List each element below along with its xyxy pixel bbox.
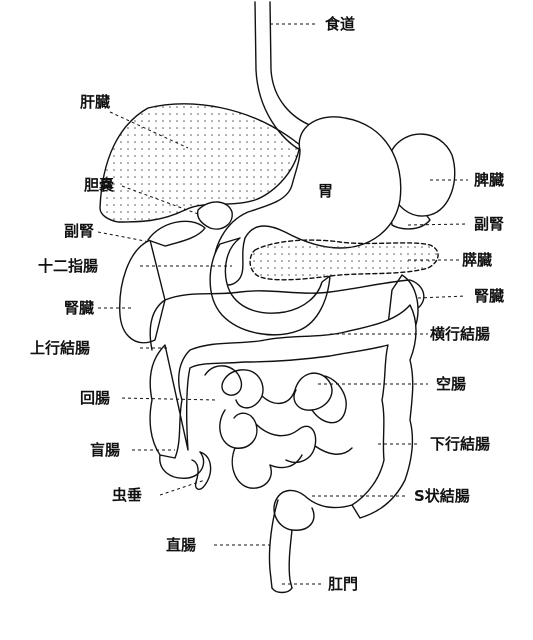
label-descending-colon: 下行結腸: [430, 435, 491, 453]
label-stomach: 胃: [318, 182, 334, 200]
label-ascending-colon: 上行結腸: [30, 339, 91, 357]
label-duodenum: 十二指腸: [38, 257, 99, 275]
label-transverse-colon: 横行結腸: [430, 325, 491, 343]
label-cecum: 盲腸: [90, 441, 121, 459]
label-adrenal-right: 副腎: [474, 215, 505, 233]
cecum-shape: [159, 451, 205, 479]
label-rectum: 直腸: [166, 536, 197, 554]
label-pancreas: 膵臓: [462, 251, 493, 269]
leader-liver: [109, 111, 189, 149]
leader-adrenal-right: [407, 223, 467, 226]
duodenum-shape: [209, 237, 331, 336]
leader-appendix: [159, 479, 206, 496]
label-kidney-left: 腎臓: [64, 299, 95, 317]
leader-adrenal-left: [97, 231, 151, 243]
leader-kidney-right: [417, 295, 467, 299]
liver-shape: [99, 103, 301, 223]
sigmoid-shape: [273, 489, 353, 531]
colon-ascending-outer: [149, 299, 166, 351]
label-liver: 肝臓: [80, 93, 111, 111]
appendix-shape: [191, 451, 212, 490]
adrenal-right-shape: [147, 220, 206, 247]
label-kidney-right: 腎臓: [474, 287, 505, 305]
esophagus-right-wall: [269, 1, 313, 127]
esophagus-left-wall: [254, 1, 301, 151]
label-appendix: 虫垂: [112, 486, 143, 504]
kidney-left-shape: [119, 239, 166, 344]
rectum-left-wall: [268, 499, 279, 589]
label-jejunum: 空腸: [436, 375, 467, 393]
label-sigmoid-colon: S状結腸: [414, 487, 470, 505]
label-ileum: 回腸: [80, 389, 111, 407]
label-adrenal-left: 副腎: [64, 222, 95, 240]
pancreas-shape: [249, 239, 439, 281]
rectum-right-wall: [288, 529, 293, 589]
label-anus: 肛門: [328, 575, 359, 593]
label-spleen: 脾臓: [474, 171, 505, 189]
colon-transverse-top: [164, 279, 425, 309]
anal-canal: [271, 587, 293, 594]
label-esophagus: 食道: [325, 15, 356, 33]
label-gallbladder: 胆嚢: [84, 176, 115, 194]
small-intestine-loops: [204, 365, 353, 489]
colon-frame: [149, 304, 417, 519]
spleen-shape: [391, 133, 456, 217]
gallbladder-shape: [196, 201, 233, 230]
leader-gallbladder: [121, 185, 199, 215]
